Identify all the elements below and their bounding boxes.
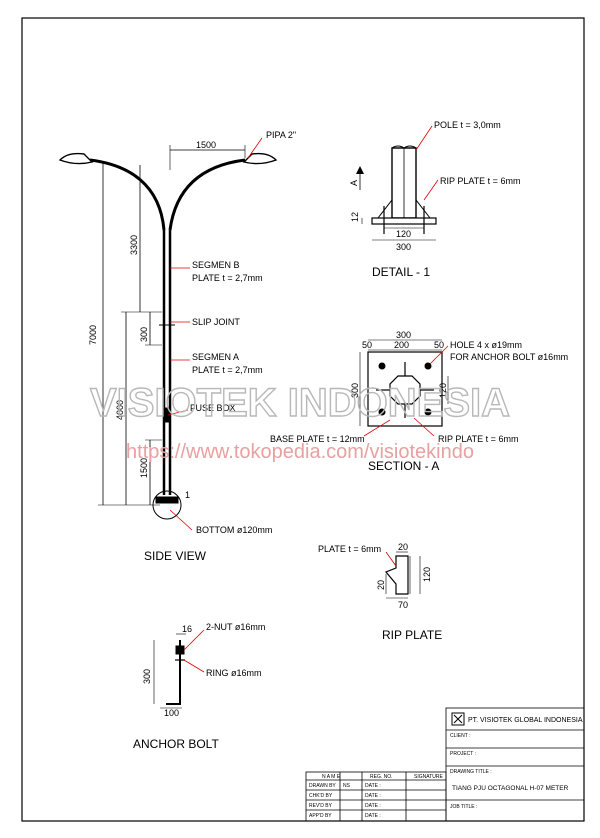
section-a-labels: 300 50 200 50 300 120 HOLE 4 x ø19mm FOR… [270,330,568,473]
detail-rip-right [415,198,432,219]
row-name: NS [343,783,351,789]
sheet-border [21,17,585,822]
dim-20-top: 20 [398,542,408,552]
dim-total-7000: 7000 [88,325,98,345]
row-date: DATE : [365,803,381,809]
row-role: APP'D BY [309,813,332,819]
dim-50-right: 50 [434,340,444,350]
rip-plate [385,551,421,599]
dim-20-side: 20 [376,580,386,590]
drawing-title-label: DRAWING TITLE : [450,769,492,775]
label-segmen-b: SEGMEN B [192,260,240,270]
detail-rip-left [376,198,393,219]
label-pipa: PIPA 2" [266,130,296,140]
section-base-plate [367,351,443,427]
dim-16: 16 [182,624,192,634]
rip-plate-shape [385,555,409,595]
dim-120: 120 [422,567,432,582]
label-segmen-a-plate: PLATE t = 2,7mm [192,365,263,375]
label-base-plate: BASE PLATE t = 12mm [270,434,365,444]
detail-1 [356,125,439,241]
col-reg: REG. NO. [370,774,393,780]
side-view-title: SIDE VIEW [144,549,207,563]
client-label: CLIENT : [450,733,470,739]
dim-12: 12 [350,212,360,222]
label-segmen-b-plate: PLATE t = 2,7mm [192,273,263,283]
detail-1-title: DETAIL - 1 [372,265,430,279]
dim-50-left: 50 [362,340,372,350]
detail-1-labels: POLE t = 3,0mm RIP PLATE t = 6mm 12 120 … [349,120,520,279]
company-name: PT. VISIOTEK GLOBAL INDONESIA [468,717,583,724]
dim-bottom-1500: 1500 [139,458,149,478]
label-section-rip: RIP PLATE t = 6mm [438,434,518,444]
dim-segmen-a-4000: 4000 [115,400,125,420]
label-bottom: BOTTOM ø120mm [196,525,272,535]
dim-300: 300 [142,669,152,684]
left-lamp-head [58,152,94,165]
dim-120-right: 120 [438,383,448,398]
label-rip-plate: RIP PLATE t = 6mm [440,176,520,186]
dim-120: 120 [396,229,411,239]
dim-arm-1500: 1500 [196,140,216,150]
left-arm [89,158,166,231]
label-pole: POLE t = 3,0mm [434,120,501,130]
dim-100: 100 [164,708,179,718]
watermark-url: https://www.tokopedia.com/visiotekindo [126,441,474,463]
project-label: PROJECT : [450,751,476,757]
detail-base-plate [371,217,437,225]
row-date: DATE : [365,783,381,789]
label-ring: RING ø16mm [206,668,262,678]
row-role: DRAWN BY [309,783,336,789]
section-octagon [389,375,421,405]
dim-300-top: 300 [396,330,411,340]
job-title-label: JOB TITLE : [450,804,477,810]
label-slip-joint: SLIP JOINT [192,317,240,327]
col-name: N A M E [322,774,341,780]
label-segmen-a: SEGMEN A [192,352,239,362]
row-role: REV'D BY [309,803,333,809]
rip-plate-labels: PLATE t = 6mm 20 20 120 70 RIP PLATE [318,542,442,642]
dim-200: 200 [394,340,409,350]
dim-70: 70 [398,600,408,610]
watermark: VISIOTEK INDONESIA https://www.tokopedia… [89,380,510,463]
detail-1-marker: 1 [185,490,190,500]
label-nut: 2-NUT ø16mm [206,622,265,632]
col-signature: SIGNATURE [414,774,443,780]
right-lamp-head [242,152,278,165]
label-rip-plate-thickness: PLATE t = 6mm [318,544,381,554]
drawing-title: TIANG PJU OCTAGONAL H-07 METER [452,785,569,792]
right-arm [168,158,246,231]
label-fuse-box: FUSE BOX [190,403,236,413]
dim-slip-300: 300 [139,327,149,342]
row-role: CHK'D BY [309,793,333,799]
label-hole-anchor: FOR ANCHOR BOLT ø16mm [450,352,568,362]
label-hole: HOLE 4 x ø19mm [450,340,522,350]
rip-plate-title: RIP PLATE [382,628,442,642]
side-view [58,137,278,531]
watermark-company: VISIOTEK INDONESIA [90,381,510,425]
row-date: DATE : [365,793,381,799]
dim-segmen-b-3300: 3300 [129,235,139,255]
side-view-labels: 1500 PIPA 2" 7000 3300 300 4000 1500 SEG… [88,130,296,563]
section-a-title: SECTION - A [368,459,439,473]
section-a [359,339,449,437]
base-plate [155,496,179,504]
section-mark-a: A [349,180,359,186]
row-date: DATE : [365,813,381,819]
dim-300: 300 [396,242,411,252]
dim-300-left: 300 [350,383,360,398]
anchor-bolt [153,629,205,709]
anchor-bolt-labels: 16 300 100 2-NUT ø16mm RING ø16mm ANCHOR… [133,622,265,751]
anchor-bolt-title: ANCHOR BOLT [133,737,219,751]
anchor-nut [175,645,185,655]
title-block [305,707,585,822]
title-block-text: PT. VISIOTEK GLOBAL INDONESIA CLIENT : P… [309,717,583,819]
